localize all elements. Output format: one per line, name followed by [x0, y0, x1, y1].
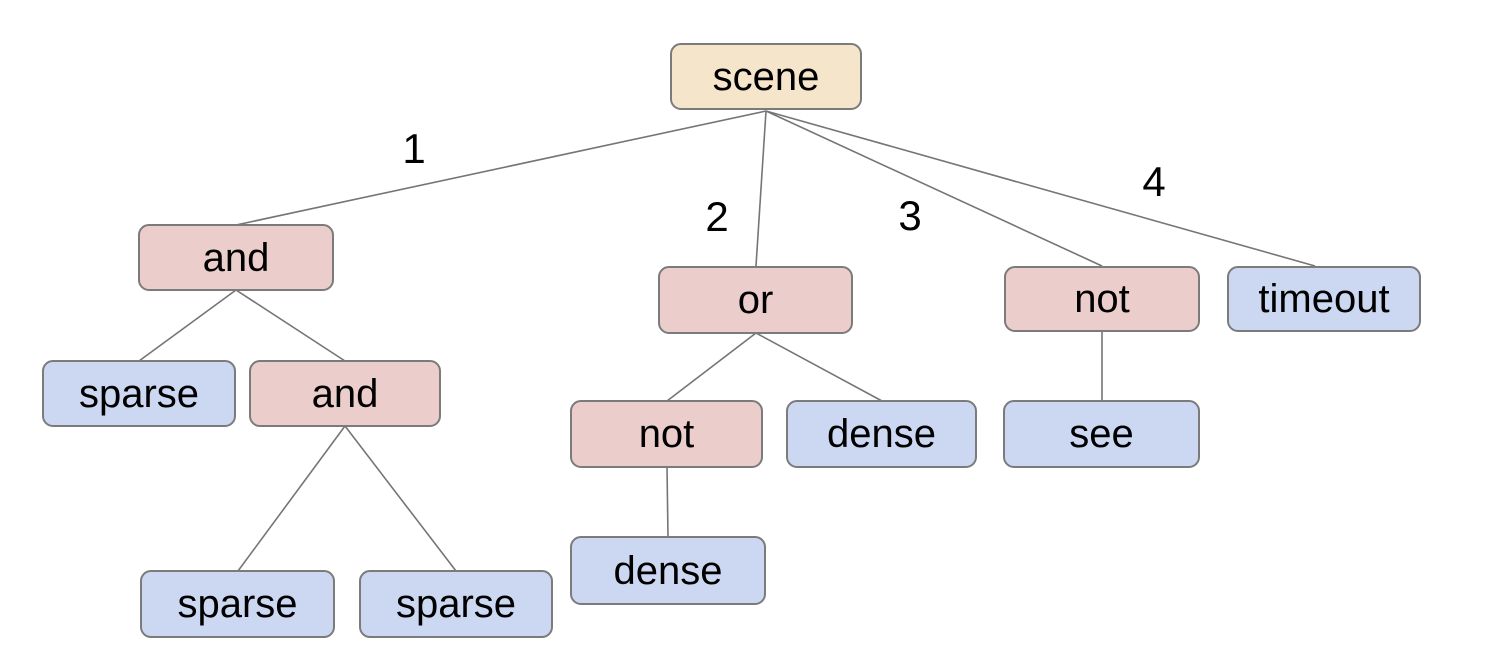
edge-scene-timeout — [765, 110, 1316, 267]
node-and-2: and — [249, 360, 441, 427]
edge-label-2: 2 — [705, 193, 728, 240]
edge-not2-dense — [666, 466, 669, 538]
edge-label-3: 3 — [898, 192, 921, 239]
node-not-2: not — [570, 400, 763, 468]
edge-and2-sparse-l — [237, 425, 346, 572]
edge-or-dense — [755, 332, 883, 402]
edge-scene-not — [765, 110, 1103, 267]
node-and-1: and — [138, 224, 334, 291]
node-see-1: see — [1003, 400, 1200, 468]
edge-label-1: 1 — [402, 125, 425, 172]
node-scene: scene — [670, 43, 862, 110]
edge-or-not — [666, 332, 757, 402]
edge-and-and — [235, 289, 346, 362]
edge-scene-or — [755, 110, 767, 267]
node-dense-2: dense — [570, 536, 766, 605]
edge-scene-and — [235, 110, 767, 226]
node-not-1: not — [1004, 266, 1200, 332]
node-dense-1: dense — [786, 400, 977, 468]
node-sparse-2: sparse — [140, 570, 335, 638]
edge-label-4: 4 — [1142, 158, 1165, 205]
node-or-1: or — [658, 266, 853, 334]
edge-and-sparse — [138, 289, 237, 362]
edge-and2-sparse-r — [344, 425, 457, 572]
node-sparse-3: sparse — [359, 570, 553, 638]
node-sparse-1: sparse — [42, 360, 236, 427]
node-timeout-1: timeout — [1227, 266, 1421, 332]
